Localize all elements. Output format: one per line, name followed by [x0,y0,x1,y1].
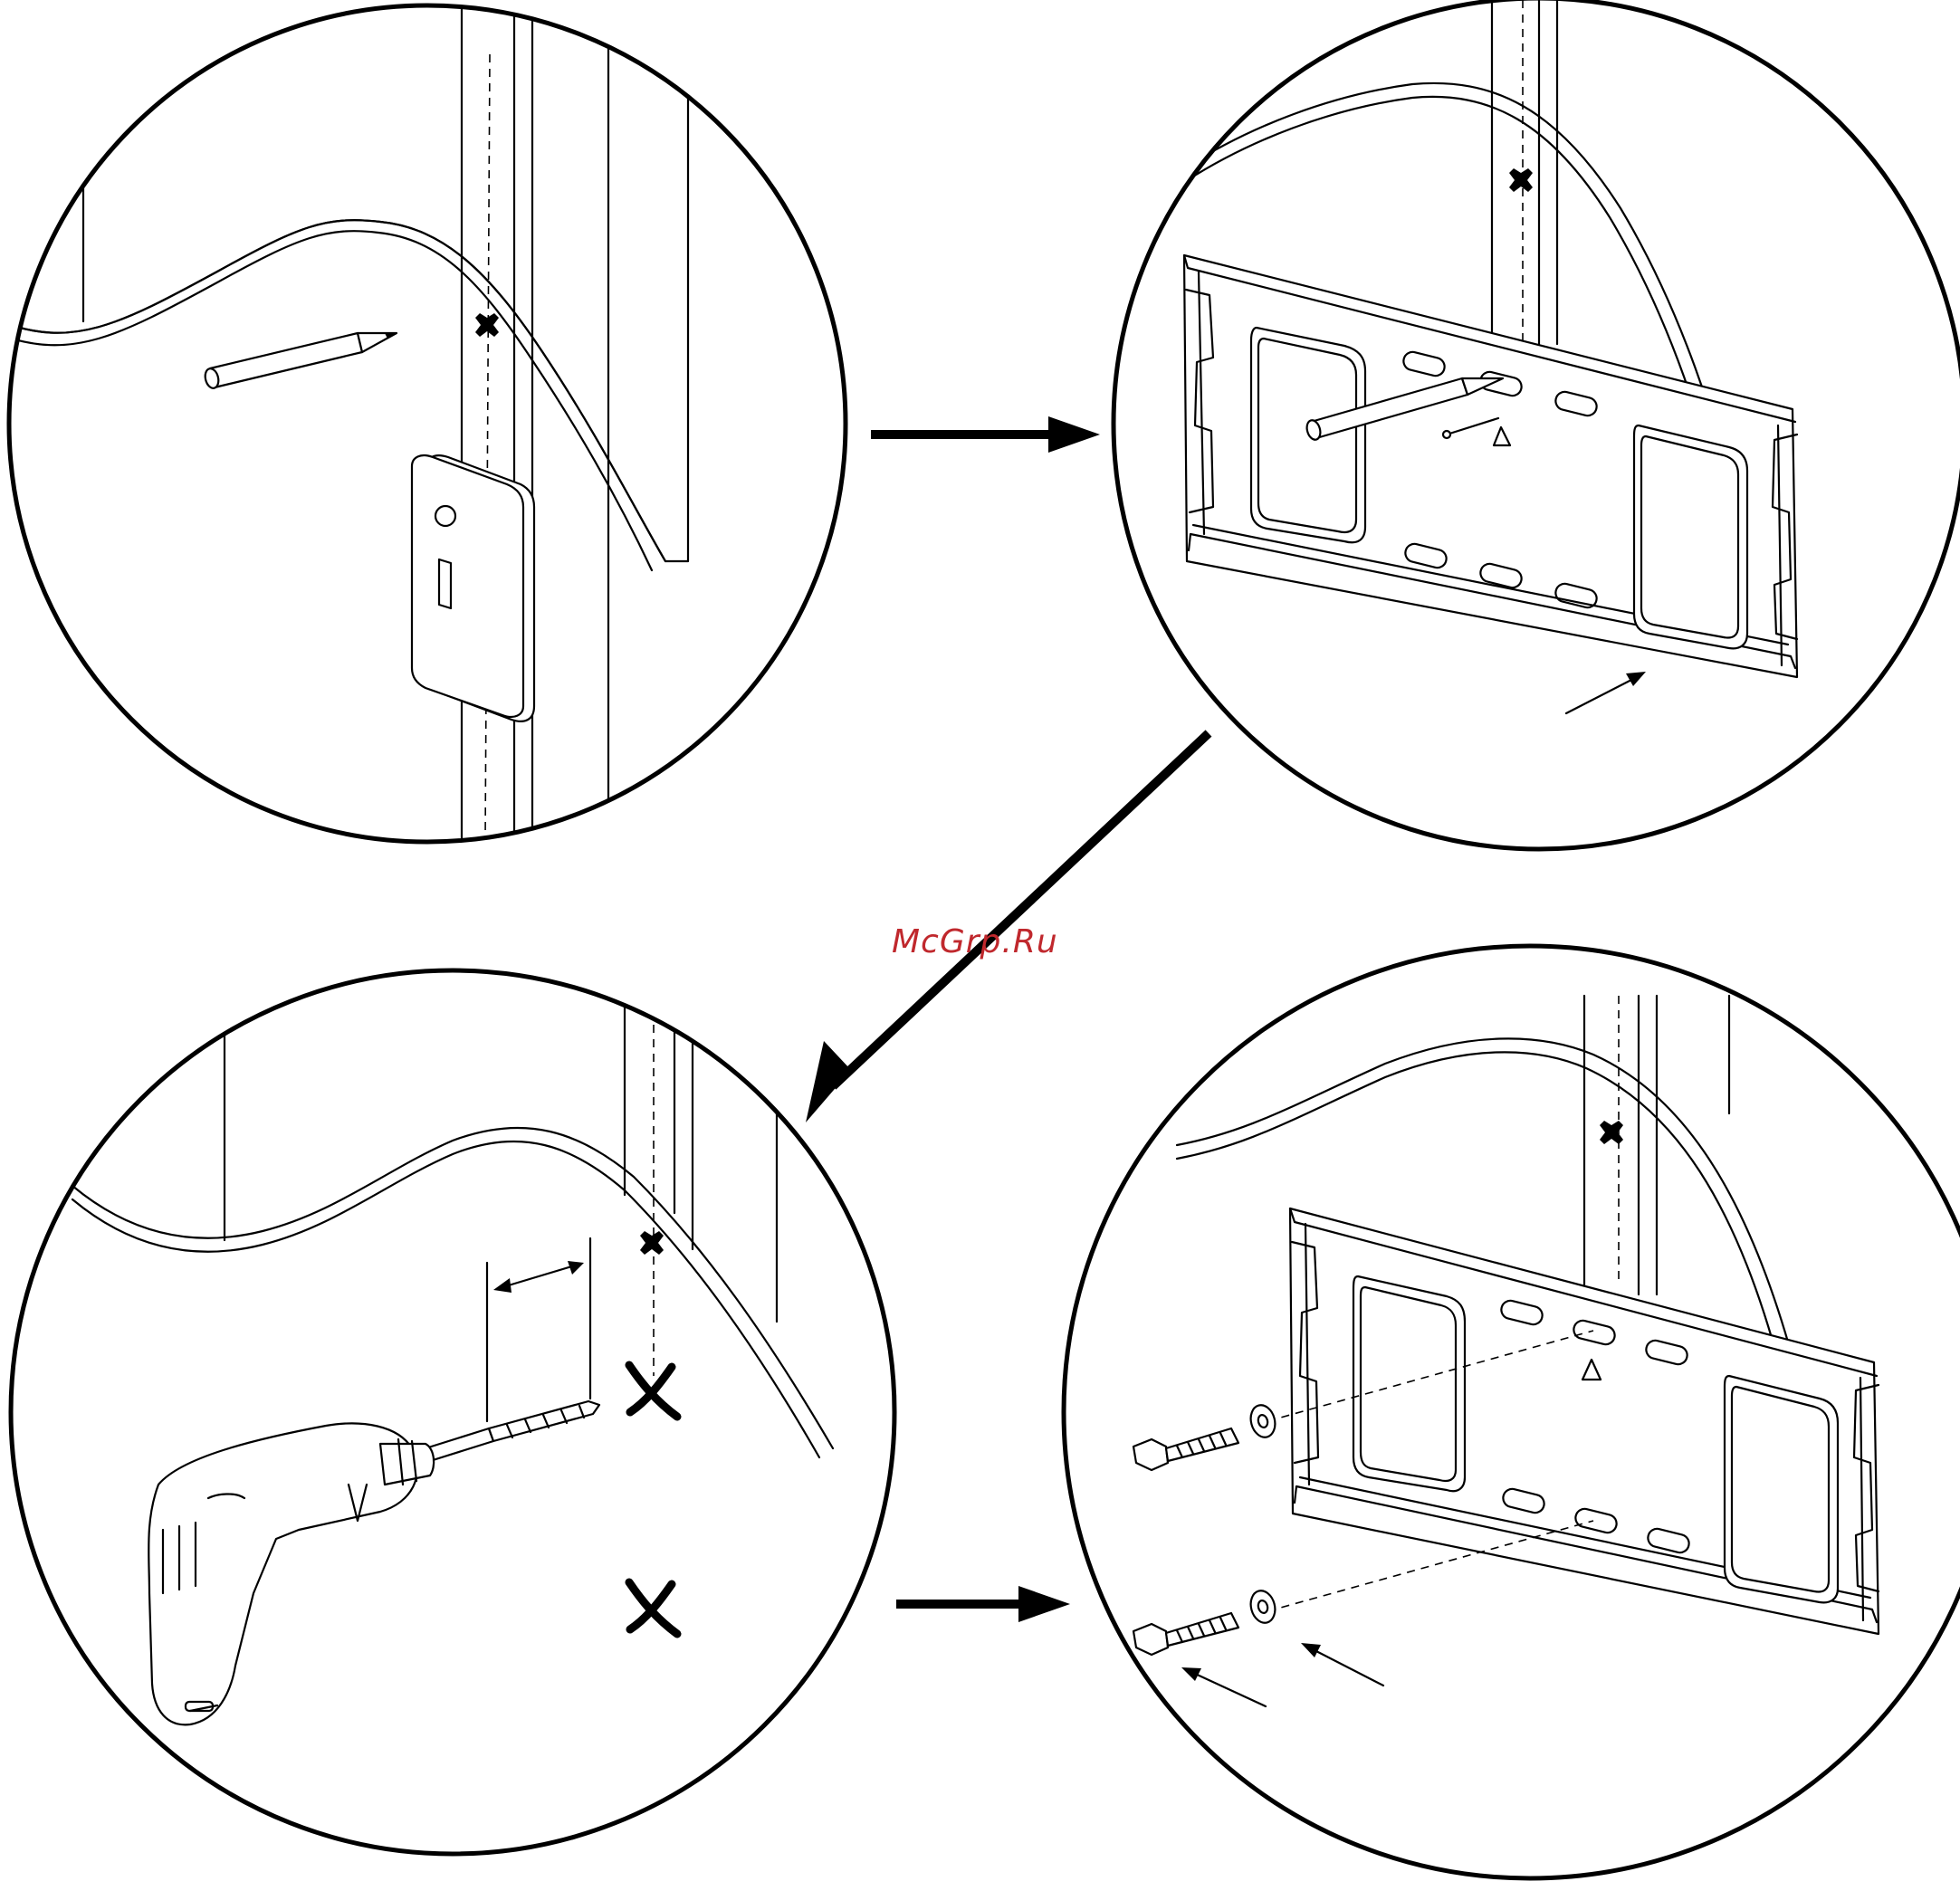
step-3-drill-pilot-holes [11,970,894,1854]
pointer-arrow-washer-icon [1301,1643,1383,1686]
lag-bolt-upper-icon [1133,1428,1238,1470]
flow-arrow-step1-to-step2 [871,416,1100,453]
pointer-arrow-bolt-icon [1181,1667,1266,1706]
light-switch-plate [412,455,534,721]
step-1-frame [9,5,846,842]
wall-cutaway-edge [0,0,688,561]
drill-depth-marker [487,1238,590,1421]
watermark-text: McGrp.Ru [892,923,1058,960]
drill-bit-icon [425,1401,599,1461]
lag-bolt-lower-icon [1133,1613,1238,1655]
pencil-icon [204,333,397,389]
stud-center-line [485,54,490,842]
washer-upper-icon [1248,1402,1278,1440]
step-4-attach-lag-bolts [1064,946,1960,1878]
flow-arrow-step3-to-step4 [896,1586,1070,1622]
step-3-frame [11,970,894,1854]
drill-icon [148,1423,434,1724]
pencil-mark-icon [1509,168,1533,192]
step-1-mark-stud-center [0,0,846,851]
step-2-position-wall-plate [1114,0,1960,849]
pointer-arrow-icon [1566,672,1646,713]
pencil-mark-icon [475,313,499,337]
pencil-mark-icon [1600,1121,1623,1144]
wall-studs [1584,996,1729,1294]
wall-studs [83,0,608,851]
wall-plate [1184,255,1797,677]
washer-lower-icon [1248,1588,1278,1626]
hole-mark-lower-icon [629,1582,677,1634]
pencil-mark-icon [640,1231,664,1255]
